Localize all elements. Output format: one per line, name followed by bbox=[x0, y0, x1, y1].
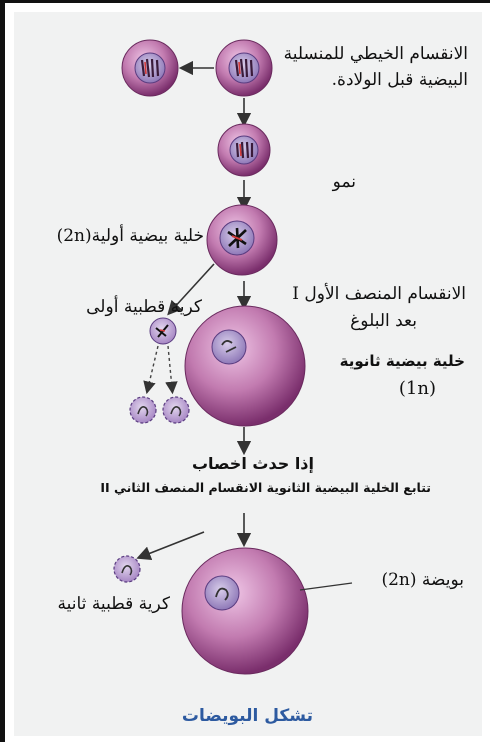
label-if-fertilization: إذا حدث اخصاب bbox=[192, 454, 314, 473]
label-mitosis-line1: الانقسام الخيطي للمنسلية bbox=[284, 44, 468, 64]
label-secondary-oocyte: خلية بيضية ثانوية bbox=[340, 352, 465, 370]
oogonium-right-cell bbox=[216, 40, 272, 96]
arrow-to-second-polar-body bbox=[143, 532, 204, 556]
label-primary-oocyte: خلية بيضية أولية(2n) bbox=[57, 226, 204, 246]
label-mitosis-line2: البيضية قبل الولادة. bbox=[332, 70, 468, 90]
label-secondary-oocyte-ploidy: (1n) bbox=[399, 378, 436, 399]
polar-body-daughter-left bbox=[130, 397, 156, 423]
label-ovum: بويضة (2n) bbox=[381, 570, 464, 590]
polar-body-daughter-right bbox=[163, 397, 189, 423]
label-meiosis-two: تتابع الخلية البيضية الثانوية الانقسام ا… bbox=[100, 480, 431, 495]
oogonium-left-cell bbox=[122, 40, 178, 96]
secondary-oocyte-cell bbox=[185, 306, 305, 426]
label-second-polar-body: كرية قطبية ثانية bbox=[58, 594, 170, 614]
label-growth: نمو bbox=[333, 172, 356, 192]
ovum-cell bbox=[182, 548, 308, 674]
growing-oogonium-cell bbox=[218, 124, 270, 176]
arrow-polar-division-left bbox=[148, 346, 158, 388]
diagram-title: تشكل البويضات bbox=[182, 706, 313, 726]
ovum-leader-line bbox=[300, 583, 352, 590]
label-meiosis-one-line2: بعد البلوغ bbox=[350, 311, 417, 331]
label-meiosis-one-line1: الانقسام المنصف الأول I bbox=[292, 284, 466, 304]
label-first-polar-body: كرية قطبية أولى bbox=[86, 297, 202, 317]
arrow-polar-division-right bbox=[168, 346, 172, 388]
first-polar-body-cell bbox=[150, 318, 176, 344]
second-polar-body-cell bbox=[114, 556, 140, 582]
primary-oocyte-cell bbox=[207, 205, 277, 275]
